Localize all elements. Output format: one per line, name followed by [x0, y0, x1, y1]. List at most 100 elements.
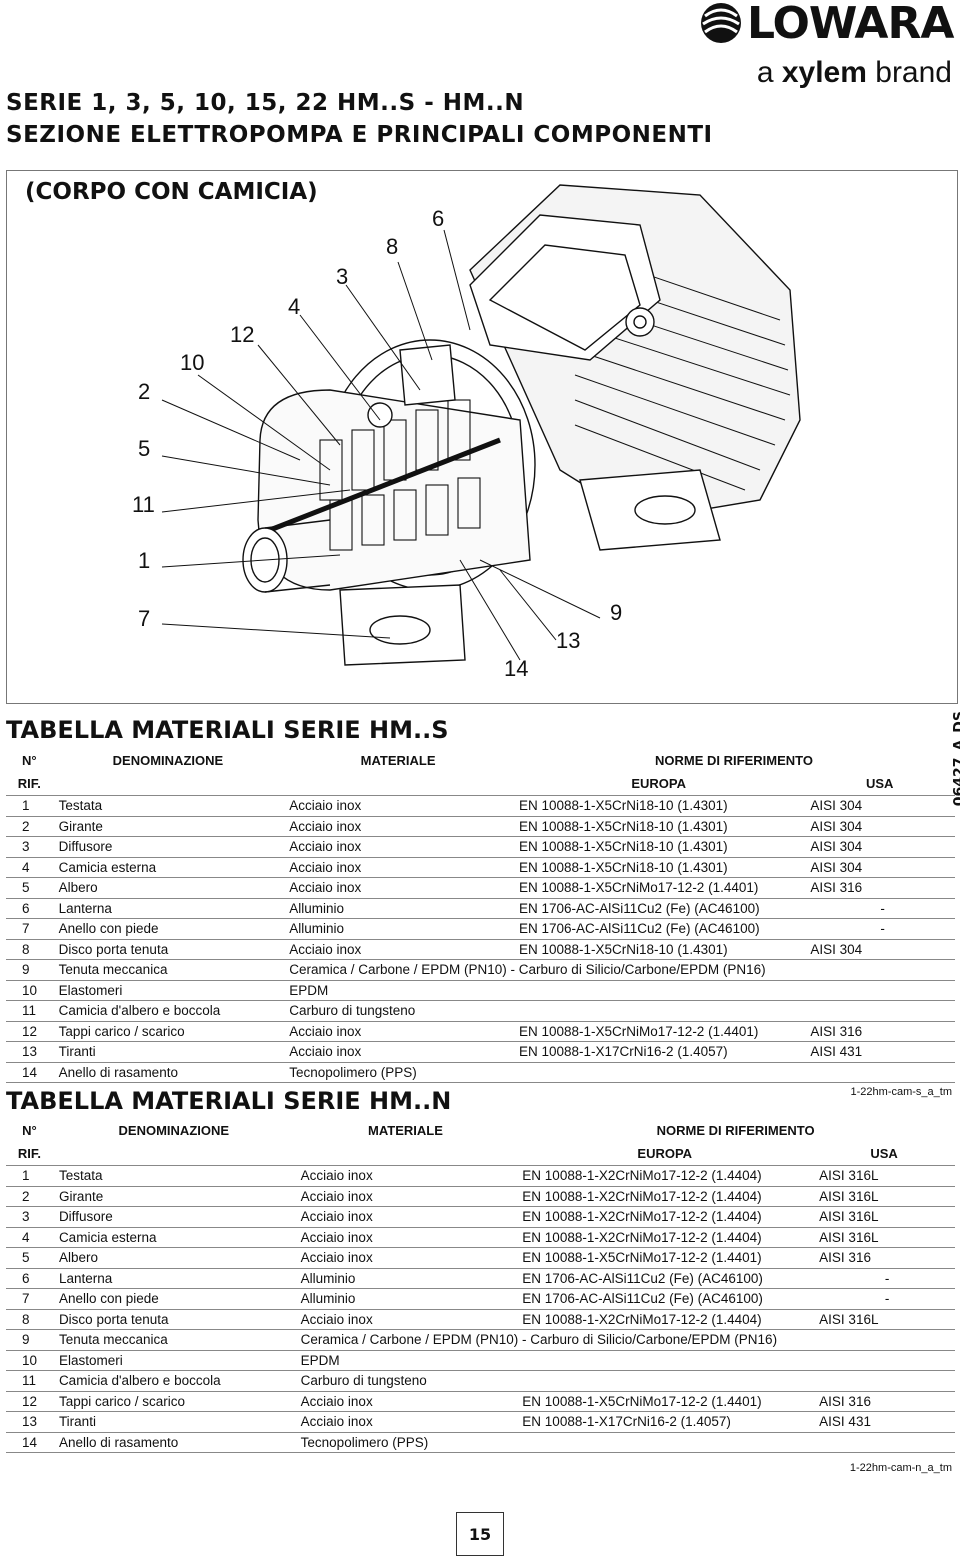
cell-mat: Acciaio inox	[289, 798, 362, 814]
cell-mat: Carburo di tungsteno	[289, 1003, 416, 1019]
cell-n: 6	[22, 900, 30, 916]
cell-eu: EN 10088-1-X5CrNi18-10 (1.4301)	[518, 798, 728, 814]
cell-den: Testata	[58, 1168, 103, 1184]
cell-eu: EN 10088-1-X17CrNi16-2 (1.4057)	[518, 1044, 728, 1060]
cell-den: Camicia esterna	[58, 1229, 157, 1245]
col-denominazione: DENOMINAZIONE	[118, 1123, 230, 1138]
cell-den: Girante	[58, 1188, 104, 1204]
cell-n: 14	[22, 1064, 38, 1080]
cell-eu: EN 10088-1-X5CrNi18-10 (1.4301)	[518, 839, 728, 855]
cell-eu: EN 1706-AC-AlSi11Cu2 (Fe) (AC46100)	[518, 900, 760, 916]
cell-eu: EN 1706-AC-AlSi11Cu2 (Fe) (AC46100)	[518, 921, 760, 937]
col-usa: USA	[865, 776, 894, 791]
cell-mat: Acciaio inox	[289, 880, 362, 896]
cell-usa: -	[884, 1270, 890, 1286]
cell-mat: Acciaio inox	[300, 1168, 373, 1184]
cell-mat: Alluminio	[300, 1270, 356, 1286]
cell-n: 10	[22, 1352, 38, 1368]
cell-usa: AISI 316L	[819, 1229, 879, 1245]
materials-table-n: N° DENOMINAZIONE MATERIALE NORME DI RIFE…	[6, 1119, 955, 1453]
cell-usa: AISI 316L	[819, 1188, 879, 1204]
callout-10: 10	[180, 350, 205, 375]
cell-den: Elastomeri	[58, 982, 123, 998]
cell-mat: Ceramica / Carbone / EPDM (PN10) - Carbu…	[289, 962, 766, 978]
col-denominazione: DENOMINAZIONE	[112, 753, 224, 768]
cell-n: 11	[22, 1003, 37, 1019]
cell-den: Testata	[58, 798, 103, 814]
cell-eu: EN 10088-1-X2CrNiMo17-12-2 (1.4404)	[522, 1229, 762, 1245]
cell-den: Lanterna	[58, 1270, 113, 1286]
callout-2: 2	[138, 379, 151, 404]
cell-n: 8	[22, 1311, 30, 1327]
cell-den: Disco porta tenuta	[58, 1311, 169, 1327]
callout-1: 1	[138, 548, 151, 573]
pump-drawing	[161, 184, 801, 666]
cell-eu: EN 1706-AC-AlSi11Cu2 (Fe) (AC46100)	[522, 1291, 763, 1307]
callout-8: 8	[386, 234, 399, 259]
cell-eu: EN 10088-1-X5CrNi18-10 (1.4301)	[518, 859, 728, 875]
cell-usa: AISI 316	[819, 1393, 871, 1409]
col-usa: USA	[870, 1146, 898, 1161]
cell-den: Girante	[58, 818, 103, 834]
cell-n: 9	[22, 962, 30, 978]
cell-den: Lanterna	[58, 900, 112, 916]
cell-mat: Carburo di tungsteno	[300, 1373, 427, 1389]
cell-den: Anello con piede	[58, 921, 159, 937]
cell-eu: EN 1706-AC-AlSi11Cu2 (Fe) (AC46100)	[522, 1270, 763, 1286]
pump-section-figure: (CORPO CON CAMICIA) 06427_A_DS	[6, 170, 960, 806]
cell-mat: Acciaio inox	[289, 839, 362, 855]
cell-n: 12	[22, 1393, 38, 1409]
cell-den: Tenuta meccanica	[58, 962, 168, 978]
cell-den: Tenuta meccanica	[58, 1332, 168, 1348]
col-n: N°	[22, 1123, 37, 1138]
cell-den: Elastomeri	[58, 1352, 123, 1368]
cell-mat: Acciaio inox	[289, 941, 362, 957]
table-n-code: 1-22hm-cam-n_a_tm	[849, 1462, 952, 1474]
cell-den: Tappi carico / scarico	[58, 1023, 185, 1039]
callout-6: 6	[432, 206, 445, 231]
cell-n: 1	[22, 1168, 30, 1184]
cell-n: 9	[22, 1332, 30, 1348]
cell-usa: -	[880, 900, 885, 916]
logo-wordmark: LOWARA	[747, 0, 954, 49]
logo-tagline: a xylem brand	[756, 56, 952, 89]
cell-eu: EN 10088-1-X2CrNiMo17-12-2 (1.4404)	[522, 1188, 762, 1204]
cell-mat: Alluminio	[289, 921, 344, 937]
col-materiale: MATERIALE	[360, 753, 436, 768]
cell-den: Albero	[58, 880, 98, 896]
col-n: N°	[22, 753, 37, 768]
col-norme: NORME DI RIFERIMENTO	[656, 1123, 815, 1138]
cell-eu: EN 10088-1-X2CrNiMo17-12-2 (1.4404)	[522, 1311, 762, 1327]
cell-usa: -	[880, 921, 885, 937]
cell-den: Diffusore	[58, 1209, 113, 1225]
cell-eu: EN 10088-1-X5CrNiMo17-12-2 (1.4401)	[522, 1393, 762, 1409]
cell-n: 3	[22, 1209, 30, 1225]
cell-mat: Acciaio inox	[300, 1188, 373, 1204]
cell-eu: EN 10088-1-X5CrNiMo17-12-2 (1.4401)	[518, 1023, 759, 1039]
figure-subtitle: (CORPO CON CAMICIA)	[25, 179, 318, 205]
table-s-heading: TABELLA MATERIALI SERIE HM..S	[6, 716, 449, 744]
col-rif: RIF.	[17, 1146, 42, 1161]
cell-mat: Acciaio inox	[289, 1023, 362, 1039]
callout-3: 3	[336, 264, 349, 289]
cell-n: 5	[22, 1250, 30, 1266]
cell-eu: EN 10088-1-X5CrNi18-10 (1.4301)	[518, 941, 728, 957]
cell-den: Anello con piede	[58, 1291, 159, 1307]
cell-den: Camicia d'albero e boccola	[58, 1373, 221, 1389]
callout-13: 13	[556, 628, 581, 653]
